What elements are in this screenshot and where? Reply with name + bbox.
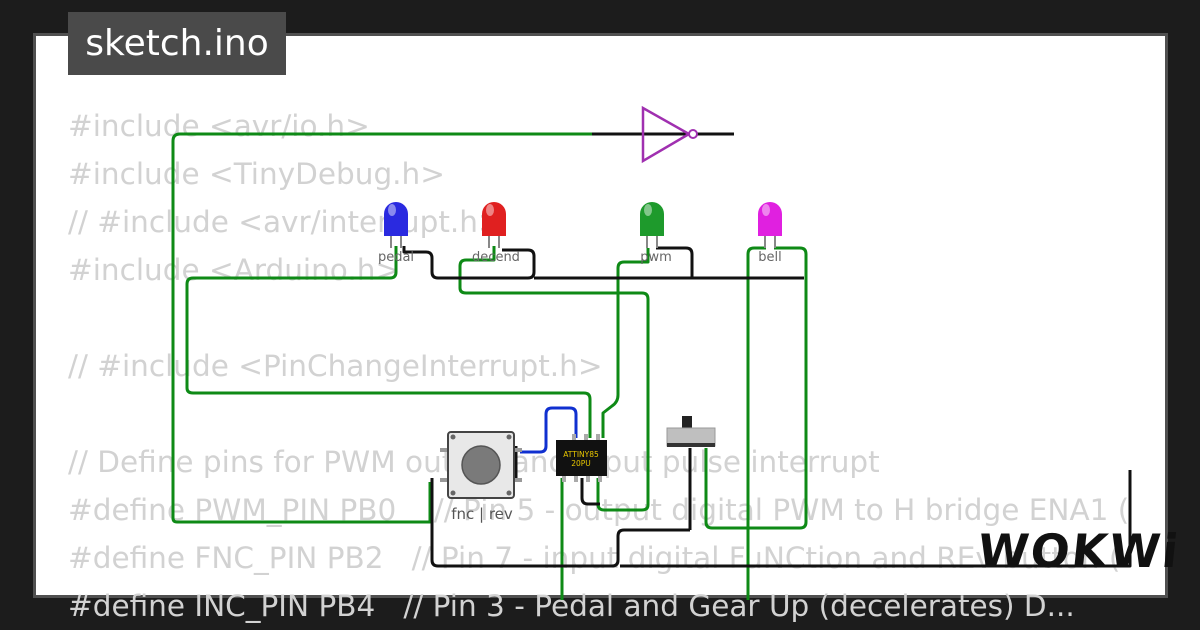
led-pwm[interactable]: pwm <box>640 202 672 265</box>
led-bulb <box>482 202 506 236</box>
switch-handle <box>682 416 692 430</box>
black-wires <box>402 132 1132 568</box>
wire <box>746 246 766 600</box>
code-line: // #include <avr/interrupt.h> <box>68 205 503 239</box>
file-tab-title: sketch.ino <box>68 12 286 75</box>
led-decend[interactable]: decend <box>472 202 520 265</box>
chip-label-2: 20PU <box>571 459 591 468</box>
wire <box>580 478 600 506</box>
led-label: decend <box>472 250 520 265</box>
slide-switch[interactable] <box>666 416 716 447</box>
wire <box>458 246 650 512</box>
led-label: pedal <box>378 250 414 265</box>
led-bulb <box>758 202 782 236</box>
chip-label-1: ATTINY85 <box>563 450 599 459</box>
led-label: pwm <box>640 250 672 265</box>
led-pedal[interactable]: pedal <box>378 202 414 265</box>
wire <box>430 478 690 568</box>
pushbutton-fnc-rev[interactable]: fnc | rev <box>440 431 522 523</box>
wire <box>185 246 592 438</box>
wire <box>704 246 808 530</box>
button-cap <box>461 445 501 485</box>
not-gate-bubble <box>688 129 698 139</box>
wokwi-logo: WOKWi <box>975 524 1183 578</box>
wire <box>601 248 650 438</box>
code-line: // Define pins for PWM output and input … <box>68 445 880 479</box>
led-bell[interactable]: bell <box>758 202 782 265</box>
wire <box>656 246 694 278</box>
wire <box>171 132 592 524</box>
led-bulb <box>384 202 408 236</box>
chip-body <box>556 440 607 476</box>
led-label: bell <box>758 250 781 265</box>
attiny85-chip[interactable]: ATTINY85 20PU <box>556 434 607 482</box>
led-bulb <box>640 202 664 236</box>
green-wires <box>171 132 808 600</box>
not-gate-body <box>641 105 692 164</box>
code-line: #include <TinyDebug.h> <box>68 157 445 191</box>
code-line: #define INC_PIN PB4 // Pin 3 - Pedal and… <box>68 589 1075 623</box>
blue-wire <box>520 406 578 454</box>
wire <box>402 246 536 280</box>
code-background: #include <avr/io.h> #include <TinyDebug.h… <box>68 102 1129 630</box>
wire <box>620 470 1132 568</box>
code-line: #include <avr/io.h> <box>68 109 370 143</box>
project-preview-card: #include <avr/io.h> #include <TinyDebug.h… <box>33 33 1168 623</box>
code-line: #define FNC_PIN PB2 // Pin 7 - input dig… <box>68 541 1121 575</box>
code-line: // #include <PinChangeInterrupt.h> <box>68 349 603 383</box>
not-gate[interactable] <box>641 105 698 164</box>
code-line: #include <Arduino.h> <box>68 253 401 287</box>
button-label: fnc | rev <box>451 505 513 523</box>
